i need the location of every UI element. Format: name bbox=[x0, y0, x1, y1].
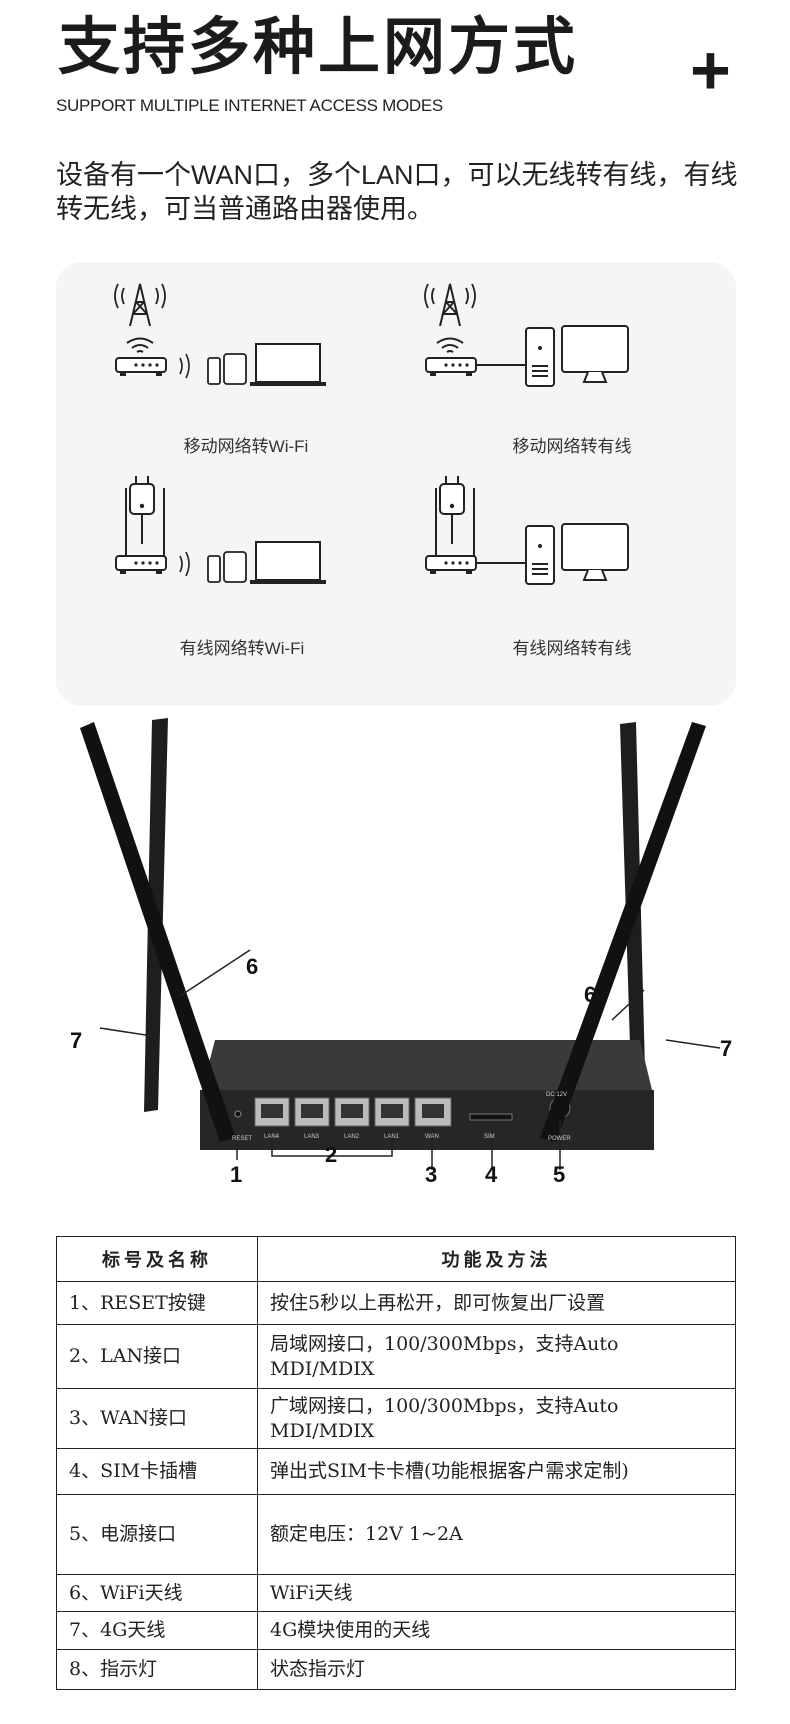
port-label: POWER bbox=[548, 1136, 571, 1142]
wired-plug-icon bbox=[129, 475, 155, 545]
feature-description: 设备有一个WAN口，多个LAN口，可以无线转有线，有线转无线，可当普通路由器使用… bbox=[56, 160, 738, 224]
callout-number: 4 bbox=[485, 1162, 498, 1187]
antenna-icon bbox=[80, 722, 236, 1142]
callout-number: 2 bbox=[325, 1142, 338, 1167]
wifi-icon bbox=[126, 337, 154, 353]
sim-slot bbox=[469, 1113, 513, 1121]
table-row: 7、4G天线 4G模块使用的天线 bbox=[56, 1611, 736, 1650]
port-label: LAN2 bbox=[344, 1134, 360, 1140]
callout-number: 6 bbox=[246, 954, 259, 979]
mode-label: 移动网络转有线 bbox=[512, 437, 632, 456]
wireless-devices-icon bbox=[179, 343, 327, 387]
router-icon bbox=[425, 555, 477, 575]
table-row: 2、LAN接口 局域网接口，100/300Mbps，支持Auto MDI/MDI… bbox=[56, 1324, 736, 1389]
wireless-devices-icon bbox=[179, 541, 327, 585]
callout-number: 6 bbox=[584, 982, 597, 1007]
port-label: LAN3 bbox=[304, 1134, 320, 1140]
table-cell: 弹出式SIM卡卡槽(功能根据客户需求定制) bbox=[257, 1448, 736, 1495]
table-cell: 6、WiFi天线 bbox=[56, 1574, 258, 1612]
table-row: 6、WiFi天线 WiFi天线 bbox=[56, 1574, 736, 1612]
port-label: WAN bbox=[425, 1134, 439, 1140]
cell-tower-icon bbox=[114, 283, 166, 327]
desktop-computer-icon bbox=[525, 325, 629, 387]
port-label: LAN4 bbox=[264, 1134, 280, 1140]
router-back-panel-illustration: RESET LAN4 LAN3 LAN2 LAN1 WAN SIM DC 12V… bbox=[40, 710, 760, 1235]
table-header: 功能及方法 bbox=[257, 1236, 736, 1282]
table-row: 4、SIM卡插槽 弹出式SIM卡卡槽(功能根据客户需求定制) bbox=[56, 1448, 736, 1495]
table-cell: 4、SIM卡插槽 bbox=[56, 1448, 258, 1495]
table-row: 3、WAN接口 广域网接口，100/300Mbps，支持Auto MDI/MDI… bbox=[56, 1388, 736, 1449]
table-cell: 按住5秒以上再松开，即可恢复出厂设置 bbox=[257, 1281, 736, 1325]
mode-label: 有线网络转Wi-Fi bbox=[179, 639, 305, 658]
table-cell: 7、4G天线 bbox=[56, 1611, 258, 1650]
table-cell: 2、LAN接口 bbox=[56, 1324, 258, 1389]
mode-mobile-to-wired bbox=[424, 283, 629, 387]
page-subtitle: SUPPORT MULTIPLE INTERNET ACCESS MODES bbox=[56, 96, 443, 115]
table-row: 1、RESET按键 按住5秒以上再松开，即可恢复出厂设置 bbox=[56, 1281, 736, 1325]
wifi-icon bbox=[436, 337, 464, 353]
table-header-row: 标号及名称 功能及方法 bbox=[56, 1236, 736, 1282]
mode-label: 移动网络转Wi-Fi bbox=[183, 437, 309, 456]
port-label: LAN1 bbox=[384, 1134, 400, 1140]
table-cell: WiFi天线 bbox=[257, 1574, 736, 1612]
table-row: 5、电源接口 额定电压：12V 1~2A bbox=[56, 1494, 736, 1575]
spec-table: 标号及名称 功能及方法 1、RESET按键 按住5秒以上再松开，即可恢复出厂设置… bbox=[56, 1236, 736, 1690]
mode-wired-to-wired bbox=[425, 475, 629, 585]
reset-button bbox=[234, 1110, 242, 1118]
port-label: DC 12V bbox=[546, 1092, 567, 1098]
table-cell: 8、指示灯 bbox=[56, 1649, 258, 1690]
connection-modes-panel: 移动网络转Wi-Fi 移动网络转有线 有线网络转Wi-Fi 有线网络转有线 bbox=[56, 262, 736, 706]
callout-number: 5 bbox=[553, 1162, 566, 1187]
plus-icon: + bbox=[690, 31, 731, 109]
antenna-icon bbox=[540, 722, 706, 1142]
port-label: SIM bbox=[484, 1134, 495, 1140]
callout-number: 1 bbox=[230, 1162, 243, 1187]
wan-port bbox=[414, 1097, 452, 1127]
router-drawing: RESET LAN4 LAN3 LAN2 LAN1 WAN SIM DC 12V… bbox=[80, 718, 721, 1170]
wired-plug-icon bbox=[439, 475, 465, 545]
router-icon bbox=[425, 357, 477, 377]
router-icon bbox=[115, 357, 167, 377]
table-cell: 3、WAN接口 bbox=[56, 1388, 258, 1449]
page-title: 支持多种上网方式 bbox=[58, 13, 579, 82]
table-cell: 状态指示灯 bbox=[257, 1649, 736, 1690]
callout-number: 7 bbox=[70, 1028, 83, 1053]
mode-label: 有线网络转有线 bbox=[512, 639, 632, 658]
table-cell: 局域网接口，100/300Mbps，支持Auto MDI/MDIX bbox=[257, 1324, 736, 1389]
callout-number: 7 bbox=[720, 1036, 733, 1061]
connection-modes-diagram bbox=[114, 283, 629, 585]
callout-number: 3 bbox=[425, 1162, 438, 1187]
table-cell: 1、RESET按键 bbox=[56, 1281, 258, 1325]
desktop-computer-icon bbox=[525, 523, 629, 585]
table-cell: 广域网接口，100/300Mbps，支持Auto MDI/MDIX bbox=[257, 1388, 736, 1449]
table-row: 8、指示灯 状态指示灯 bbox=[56, 1649, 736, 1690]
cell-tower-icon bbox=[424, 283, 476, 327]
port-label: RESET bbox=[232, 1136, 252, 1142]
table-cell: 5、电源接口 bbox=[56, 1494, 258, 1575]
table-header: 标号及名称 bbox=[56, 1236, 258, 1282]
table-cell: 4G模块使用的天线 bbox=[257, 1611, 736, 1650]
table-cell: 额定电压：12V 1~2A bbox=[257, 1494, 736, 1575]
lan-ports bbox=[254, 1097, 410, 1127]
router-icon bbox=[115, 555, 167, 575]
mode-wired-to-wifi bbox=[115, 475, 327, 585]
mode-mobile-to-wifi bbox=[114, 283, 327, 387]
